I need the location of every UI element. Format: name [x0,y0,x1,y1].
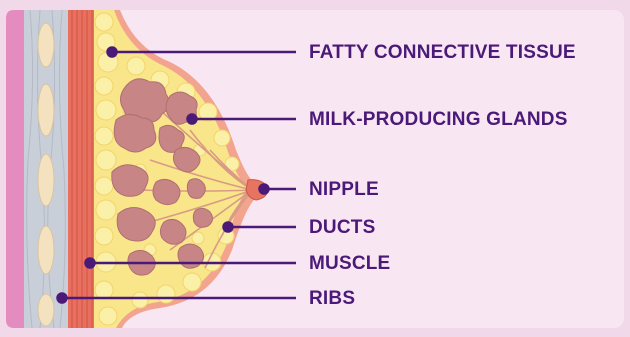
label-ducts: DUCTS [309,218,375,237]
label-ribs: RIBS [309,289,355,308]
label-milk-producing-glands: MILK-PRODUCING GLANDS [309,110,568,129]
label-muscle: MUSCLE [309,254,390,273]
label-fatty-connective-tissue: FATTY CONNECTIVE TISSUE [309,43,576,62]
label-nipple: NIPPLE [309,180,379,199]
skin-strip [6,10,26,328]
